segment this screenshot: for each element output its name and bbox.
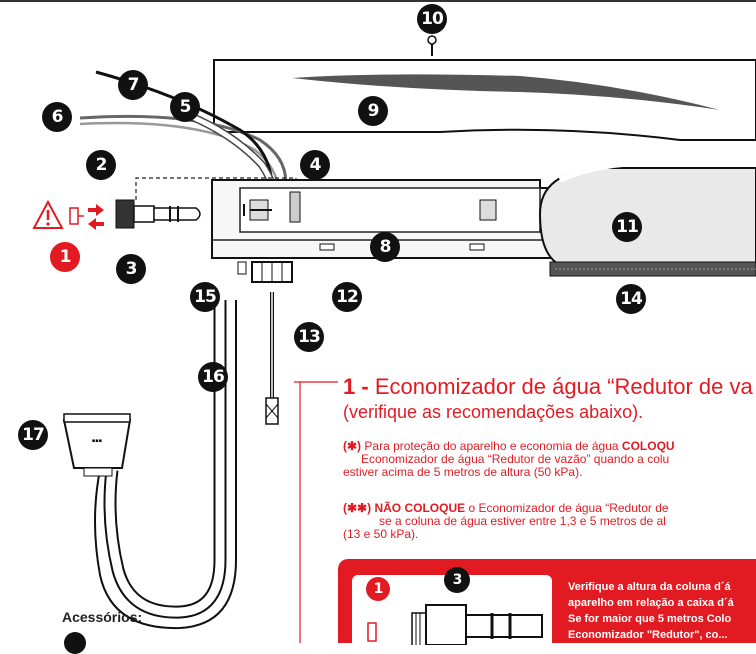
note2-emph: NÃO COLOQUE [374,501,466,515]
note2-line2: se a coluna de água estiver entre 1,3 e … [379,514,666,528]
note1-mark: (✱) [343,439,362,453]
callout-1: 1 [50,242,80,272]
info-line4: Economizador "Redutor", co... [568,629,728,641]
callout-12: 12 [332,282,362,312]
callout-17: 17 [18,420,48,450]
accessories-callout [64,632,86,654]
nut-part [237,261,293,283]
callout-5: 5 [170,92,200,122]
showerhead [538,158,756,277]
info-box-image: 1 3 [352,567,552,645]
hose [94,300,237,630]
callout-4: 4 [300,150,330,180]
rod-part [265,292,279,425]
section-number: 1 - [343,374,369,399]
hand-shower: ▪▪▪ [62,413,132,477]
note1-line1: Para proteção do aparelho e economia de … [364,439,622,453]
inlet-fitting [115,199,201,229]
callout-13: 13 [294,322,324,352]
base-part [211,179,591,259]
note2-line3: (13 e 50 kPa). [343,527,419,541]
callout-6: 6 [42,102,72,132]
callout-16: 16 [198,362,228,392]
info-callout-1: 1 [366,577,390,601]
callout-9: 9 [358,96,388,126]
callout-7: 7 [118,70,148,100]
callout-8: 8 [370,232,400,262]
note2-mark: (✱✱) [343,501,372,515]
note2-line1: o Economizador de água “Redutor de [465,501,669,515]
svg-text:▪▪▪: ▪▪▪ [92,438,102,444]
cover-part [213,59,756,141]
section-title: 1 - Economizador de água “Redutor de va [343,374,753,400]
reducer-icon [69,207,79,225]
screw-icon [427,35,437,56]
info-callout-3: 3 [444,567,470,593]
callout-14: 14 [616,284,646,314]
callout-11: 11 [612,212,642,242]
info-line1: Verifique a altura da coluna d´á [568,581,731,593]
callout-3: 3 [116,254,146,284]
arrows-icon [88,204,104,230]
note1-line2: Economizador de água “Redutor de vazão” … [361,452,670,466]
warning-icon [32,199,64,229]
section-title-text: Economizador de água “Redutor de va [374,374,753,399]
accessories-label: Acessórios: [62,609,143,625]
info-box: 1 3 Verifique a altura da coluna d´á apa… [338,559,756,645]
callout-10: 10 [417,4,447,34]
info-line3: Se for maior que 5 metros Colo [568,613,732,625]
note2: (✱✱) NÃO COLOQUE o Economizador de água … [343,502,669,541]
note1-line3: estiver acima de 5 metros de altura (50 … [343,465,583,479]
note1: (✱) Para proteção do aparelho e economia… [343,440,675,479]
section-subtitle: (verifique as recomendações abaixo). [343,402,644,422]
callout-15: 15 [190,282,220,312]
info-box-text: Verifique a altura da coluna d´á aparelh… [568,579,734,643]
note1-emph: COLOQU [621,439,675,453]
fitting-illustration [367,604,543,645]
info-line2: aparelho em relação a caixa d´á [568,597,734,609]
callout-2: 2 [86,150,116,180]
